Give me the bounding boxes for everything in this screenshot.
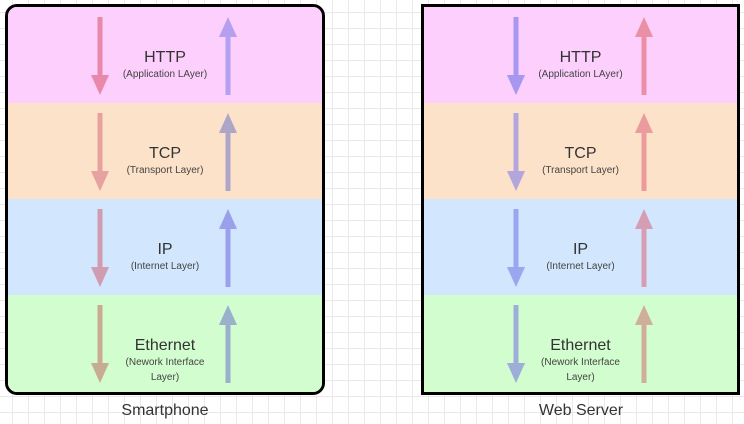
web-server-stack: HTTP (Application LAyer) TCP (Transport … (421, 4, 740, 395)
layer-subtitle: (Nework Interface (125, 357, 205, 368)
layer-subtitle: (Application LAyer) (122, 69, 208, 80)
layer-name: TCP (149, 145, 181, 162)
layer-subtitle: (Transport Layer) (126, 165, 204, 176)
layer-subtitle-line2: Layer) (566, 372, 595, 383)
layer-name: TCP (564, 145, 597, 162)
layer-name: HTTP (559, 49, 602, 66)
layer-name: HTTP (144, 49, 186, 66)
layer-http: HTTP (Application LAyer) (8, 7, 322, 103)
layer-subtitle: (Application LAyer) (538, 69, 623, 80)
layer-ethernet: Ethernet (Nework Interface Layer) (8, 295, 322, 392)
layer-subtitle: (Internet Layer) (130, 261, 200, 272)
layer-subtitle-line2: Layer) (150, 372, 180, 383)
layer-ethernet: Ethernet (Nework Interface Layer) (424, 295, 737, 392)
layer-name: Ethernet (550, 337, 611, 354)
web-server-caption: Web Server (538, 402, 624, 419)
layer-http: HTTP (Application LAyer) (424, 7, 737, 103)
layer-subtitle: (Transport Layer) (542, 165, 619, 176)
layer-name: IP (572, 241, 589, 258)
layer-subtitle: (Nework Interface (541, 357, 620, 368)
layer-tcp: TCP (Transport Layer) (424, 103, 737, 199)
layer-name: IP (157, 241, 173, 258)
layer-tcp: TCP (Transport Layer) (8, 103, 322, 199)
layer-ip: IP (Internet Layer) (424, 199, 737, 295)
layer-subtitle: (Internet Layer) (546, 261, 615, 272)
smartphone-caption: Smartphone (121, 402, 209, 419)
layer-name: Ethernet (134, 337, 196, 354)
smartphone-stack: HTTP (Application LAyer) TCP (Transport … (5, 4, 325, 395)
layer-ip: IP (Internet Layer) (8, 199, 322, 295)
